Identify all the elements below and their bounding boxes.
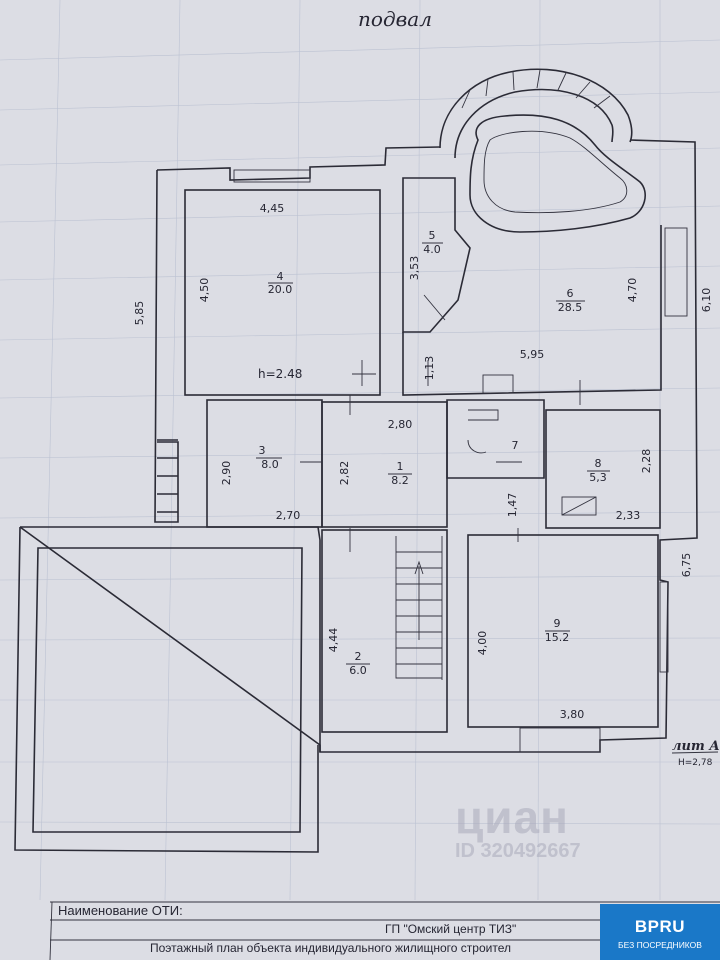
room-9-area: 15.2 — [545, 631, 570, 644]
dim-r4-width: 4,45 — [260, 202, 285, 215]
dim-r8-height: 2,28 — [640, 449, 653, 474]
paper-grid — [0, 0, 720, 901]
dim-r8-width: 2,33 — [616, 509, 641, 522]
dim-outer-right-lower: 6,75 — [680, 553, 693, 578]
dim-r7-height: 1,47 — [506, 493, 519, 518]
room-1-area: 8.2 — [391, 474, 409, 487]
room-7-number: 7 — [512, 439, 519, 452]
room-9-number: 9 — [554, 617, 561, 630]
banner-logo: BPRU — [634, 917, 686, 936]
dim-r6-width: 5,95 — [520, 348, 545, 361]
sheet-stamp: лит А1 Н=2,78 — [671, 739, 720, 768]
room-4-area: 20.0 — [268, 283, 293, 296]
dim-r9-height: 4,00 — [476, 631, 489, 656]
interior-walls — [184, 169, 688, 753]
dim-r5-height: 3,53 — [408, 256, 421, 281]
dim-r3-width: 2,70 — [276, 509, 301, 522]
sheet-label: лит А1 — [672, 739, 720, 754]
room-5-number: 5 — [429, 229, 436, 242]
room-4-number: 4 — [277, 270, 284, 283]
watermark-brand: циан — [455, 791, 569, 843]
dim-r6-height: 4,70 — [626, 278, 639, 303]
room-2-area: 6.0 — [349, 664, 367, 677]
dim-r2-height: 4,44 — [327, 628, 340, 653]
dim-door-gap: 1,13 — [423, 356, 436, 381]
dimension-labels: 4,45 4,50 h=2.48 3,53 4,70 5,95 1,13 5,8… — [133, 202, 713, 721]
form-plan-title: Поэтажный план объекта индивидуального ж… — [150, 941, 511, 955]
dim-r1-width: 2,80 — [388, 418, 413, 431]
form-field-label: Наименование ОТИ: — [58, 903, 183, 918]
room-6-area: 28.5 — [558, 301, 583, 314]
dim-r4-ceiling: h=2.48 — [258, 367, 302, 381]
sheet-height: Н=2,78 — [678, 758, 713, 768]
room-5-area: 4.0 — [423, 243, 441, 256]
room-3-number: 3 — [259, 444, 266, 457]
room-2-number: 2 — [355, 650, 362, 663]
dim-r4-height: 4,50 — [198, 278, 211, 303]
room-3-area: 8.0 — [261, 458, 279, 471]
plan-title: подвал — [358, 7, 432, 31]
bpru-banner[interactable]: BPRU БЕЗ ПОСРЕДНИКОВ — [600, 904, 720, 960]
room-labels: 4 20.0 5 4.0 6 28.5 3 8.0 1 8.2 7 8 5,3 … — [256, 229, 610, 677]
dim-r9-width: 3,80 — [560, 708, 585, 721]
watermark: циан ID 320492667 — [455, 790, 581, 863]
watermark-id: ID 320492667 — [455, 840, 581, 862]
round-bay — [439, 68, 646, 233]
banner-subtitle: БЕЗ ПОСРЕДНИКОВ — [618, 940, 702, 950]
dim-r1-height: 2,82 — [338, 461, 351, 486]
outer-walls — [14, 139, 698, 853]
room-8-number: 8 — [595, 457, 602, 470]
room-1-number: 1 — [397, 460, 404, 473]
form-organization: ГП "Омский центр ТИЗ" — [385, 922, 517, 936]
dim-outer-right: 6,10 — [700, 288, 713, 313]
room-6-number: 6 — [567, 287, 574, 300]
room-8-area: 5,3 — [589, 471, 607, 484]
dim-r3-height: 2,90 — [220, 461, 233, 486]
dim-outer-left: 5,85 — [133, 301, 146, 326]
